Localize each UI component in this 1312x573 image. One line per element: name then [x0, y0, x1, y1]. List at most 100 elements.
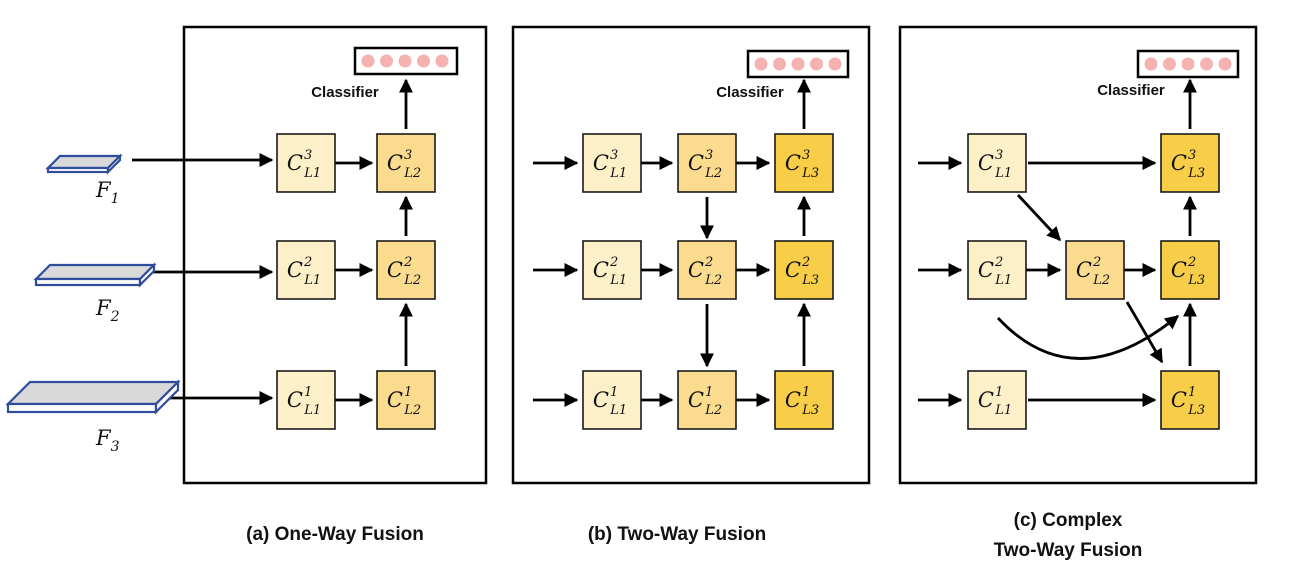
node-box — [582, 240, 642, 300]
feature-map-3: F3 — [5, 379, 181, 455]
skip-arrow — [996, 314, 1180, 360]
node-box — [376, 133, 436, 193]
node-box — [677, 240, 737, 300]
node-box — [1160, 133, 1220, 193]
node-box — [376, 240, 436, 300]
classifier-label: Classifier — [716, 84, 784, 101]
classifier-output-dot — [1144, 57, 1158, 71]
feature-map-side — [138, 262, 156, 288]
node-box — [774, 240, 834, 300]
classifier-label: Classifier — [311, 84, 379, 101]
feature-map-front — [34, 277, 142, 287]
node-box — [967, 240, 1027, 300]
classifier-output-dot — [1218, 57, 1232, 71]
feature-map-front — [46, 166, 110, 174]
flow-arrow — [1125, 301, 1164, 364]
feature-map-front — [6, 402, 158, 414]
node-box — [967, 133, 1027, 193]
classifier-output-dot — [1163, 57, 1176, 71]
node-box — [774, 133, 834, 193]
node-box — [276, 133, 336, 193]
node-box — [276, 370, 336, 430]
classifier-output-dot — [828, 57, 842, 71]
feature-map-top — [5, 380, 181, 406]
feature-map-2: F2 — [33, 262, 157, 325]
feature-map-side — [106, 153, 122, 175]
feature-map-side — [154, 379, 180, 415]
node-box — [376, 370, 436, 430]
node-box — [582, 370, 642, 430]
classifier-output-dot — [398, 54, 412, 68]
panel-caption: Two-Way Fusion — [994, 540, 1143, 561]
panel-caption: (a) One-Way Fusion — [246, 524, 424, 545]
feature-map-1: F1 — [45, 153, 123, 207]
classifier-output-dot — [435, 54, 449, 68]
feature-label: F1 — [95, 178, 120, 207]
classifier-label: Classifier — [1097, 82, 1165, 99]
classifier-output-dot — [810, 57, 823, 71]
panel-caption: (c) Complex — [1014, 510, 1123, 531]
node-box — [774, 370, 834, 430]
classifier-output-dot — [773, 57, 786, 71]
feature-map-top — [33, 263, 157, 281]
classifier-output-dot — [380, 54, 393, 68]
classifier-output-dot — [417, 54, 430, 68]
classifier-output-dot — [1200, 57, 1213, 71]
classifier-output-dot — [754, 57, 768, 71]
classifier-output-dot — [791, 57, 805, 71]
node-box — [967, 370, 1027, 430]
flow-arrow — [1016, 194, 1062, 242]
node-box — [582, 133, 642, 193]
feature-label: F2 — [95, 296, 120, 325]
feature-label: F3 — [95, 426, 120, 455]
node-box — [1160, 240, 1220, 300]
node-box — [677, 370, 737, 430]
node-box — [276, 240, 336, 300]
panel-caption: (b) Two-Way Fusion — [588, 524, 766, 545]
node-box — [677, 133, 737, 193]
